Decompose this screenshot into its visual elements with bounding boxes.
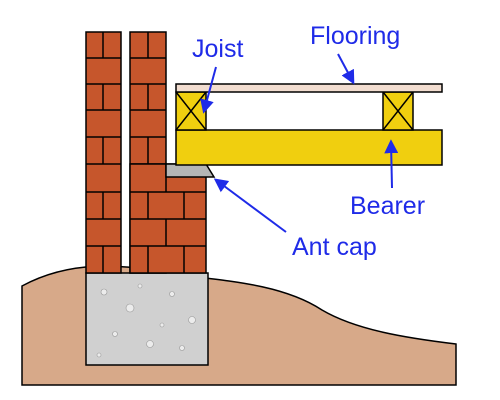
label-ant-cap: Ant cap: [292, 233, 377, 261]
concrete-texture: [96, 283, 196, 358]
ant-cap: [165, 163, 216, 178]
joist-arrow: [200, 66, 217, 114]
ant-cap-arrow: [213, 178, 287, 233]
bearer: [175, 129, 443, 166]
label-joist: Joist: [192, 35, 243, 63]
brick-pier: [85, 31, 207, 274]
joist-right: [382, 91, 414, 131]
concrete-footing: [85, 272, 209, 366]
flooring-board: [175, 83, 443, 93]
joist-left: [175, 91, 207, 131]
label-bearer: Bearer: [350, 192, 425, 220]
flooring-arrow: [337, 53, 355, 85]
label-flooring: Flooring: [310, 22, 400, 50]
bearer-arrow: [384, 139, 399, 189]
